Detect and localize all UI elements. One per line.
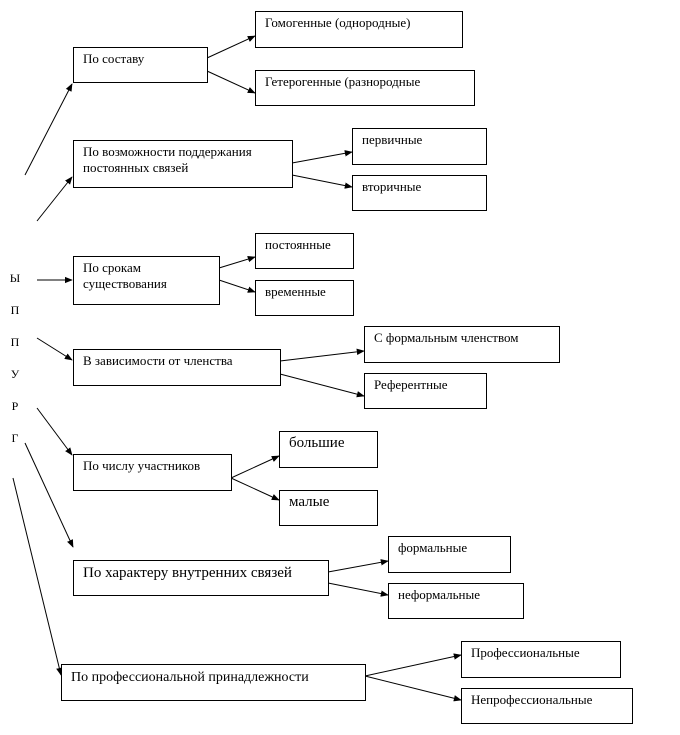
branch-arrow [230,455,280,479]
type-large: большие [279,431,378,468]
branch-arrow [218,256,256,269]
type-temporary: временные [255,280,354,316]
type-formal-membership: С формальным членством [364,326,560,363]
type-reference: Референтные [364,373,487,409]
type-small: малые [279,490,378,526]
category-duration: По срокам существования [73,256,220,305]
category-internal-links: По характеру внутренних связей [73,560,329,596]
branch-arrow [291,174,353,189]
root-letter: Ы [9,271,21,285]
branch-arrow [364,653,462,677]
root-letter: П [10,303,20,317]
root-arrow [24,83,73,176]
root-letter: Г [11,431,19,445]
type-homogeneous: Гомогенные (однородные) [255,11,463,48]
category-professional: По профессиональной принадлежности [61,664,366,701]
root-letter: У [10,367,20,381]
type-informal: неформальные [388,583,524,619]
category-size: По числу участников [73,454,232,491]
type-primary: первичные [352,128,487,165]
root-label-groups: Ы П П У Р Г [8,270,22,462]
root-letter: П [10,335,20,349]
root-arrow [36,337,73,361]
type-secondary: вторичные [352,175,487,211]
type-heterogeneous: Гетерогенные (разнородные [255,70,475,106]
type-professional: Профессиональные [461,641,621,678]
category-membership: В зависимости от членства [73,349,281,386]
branch-arrow [364,675,462,702]
branch-arrow [218,279,256,293]
branch-arrow [206,35,256,59]
branch-arrow [327,559,389,573]
category-permanent-links: По возможности поддержания постоянных св… [73,140,293,188]
type-nonprofessional: Непрофессиональные [461,688,633,724]
root-arrow [12,477,63,676]
branch-arrow [279,373,365,398]
root-arrow [24,442,74,548]
branch-arrow [230,477,280,501]
branch-arrow [279,348,365,362]
root-arrow [36,407,73,456]
root-arrow [36,176,73,222]
type-permanent: постоянные [255,233,354,269]
branch-arrow [291,150,353,164]
branch-arrow [327,582,389,597]
root-letter: Р [11,399,19,413]
type-formal: формальные [388,536,511,573]
category-composition: По составу [73,47,208,83]
branch-arrow [206,70,256,94]
